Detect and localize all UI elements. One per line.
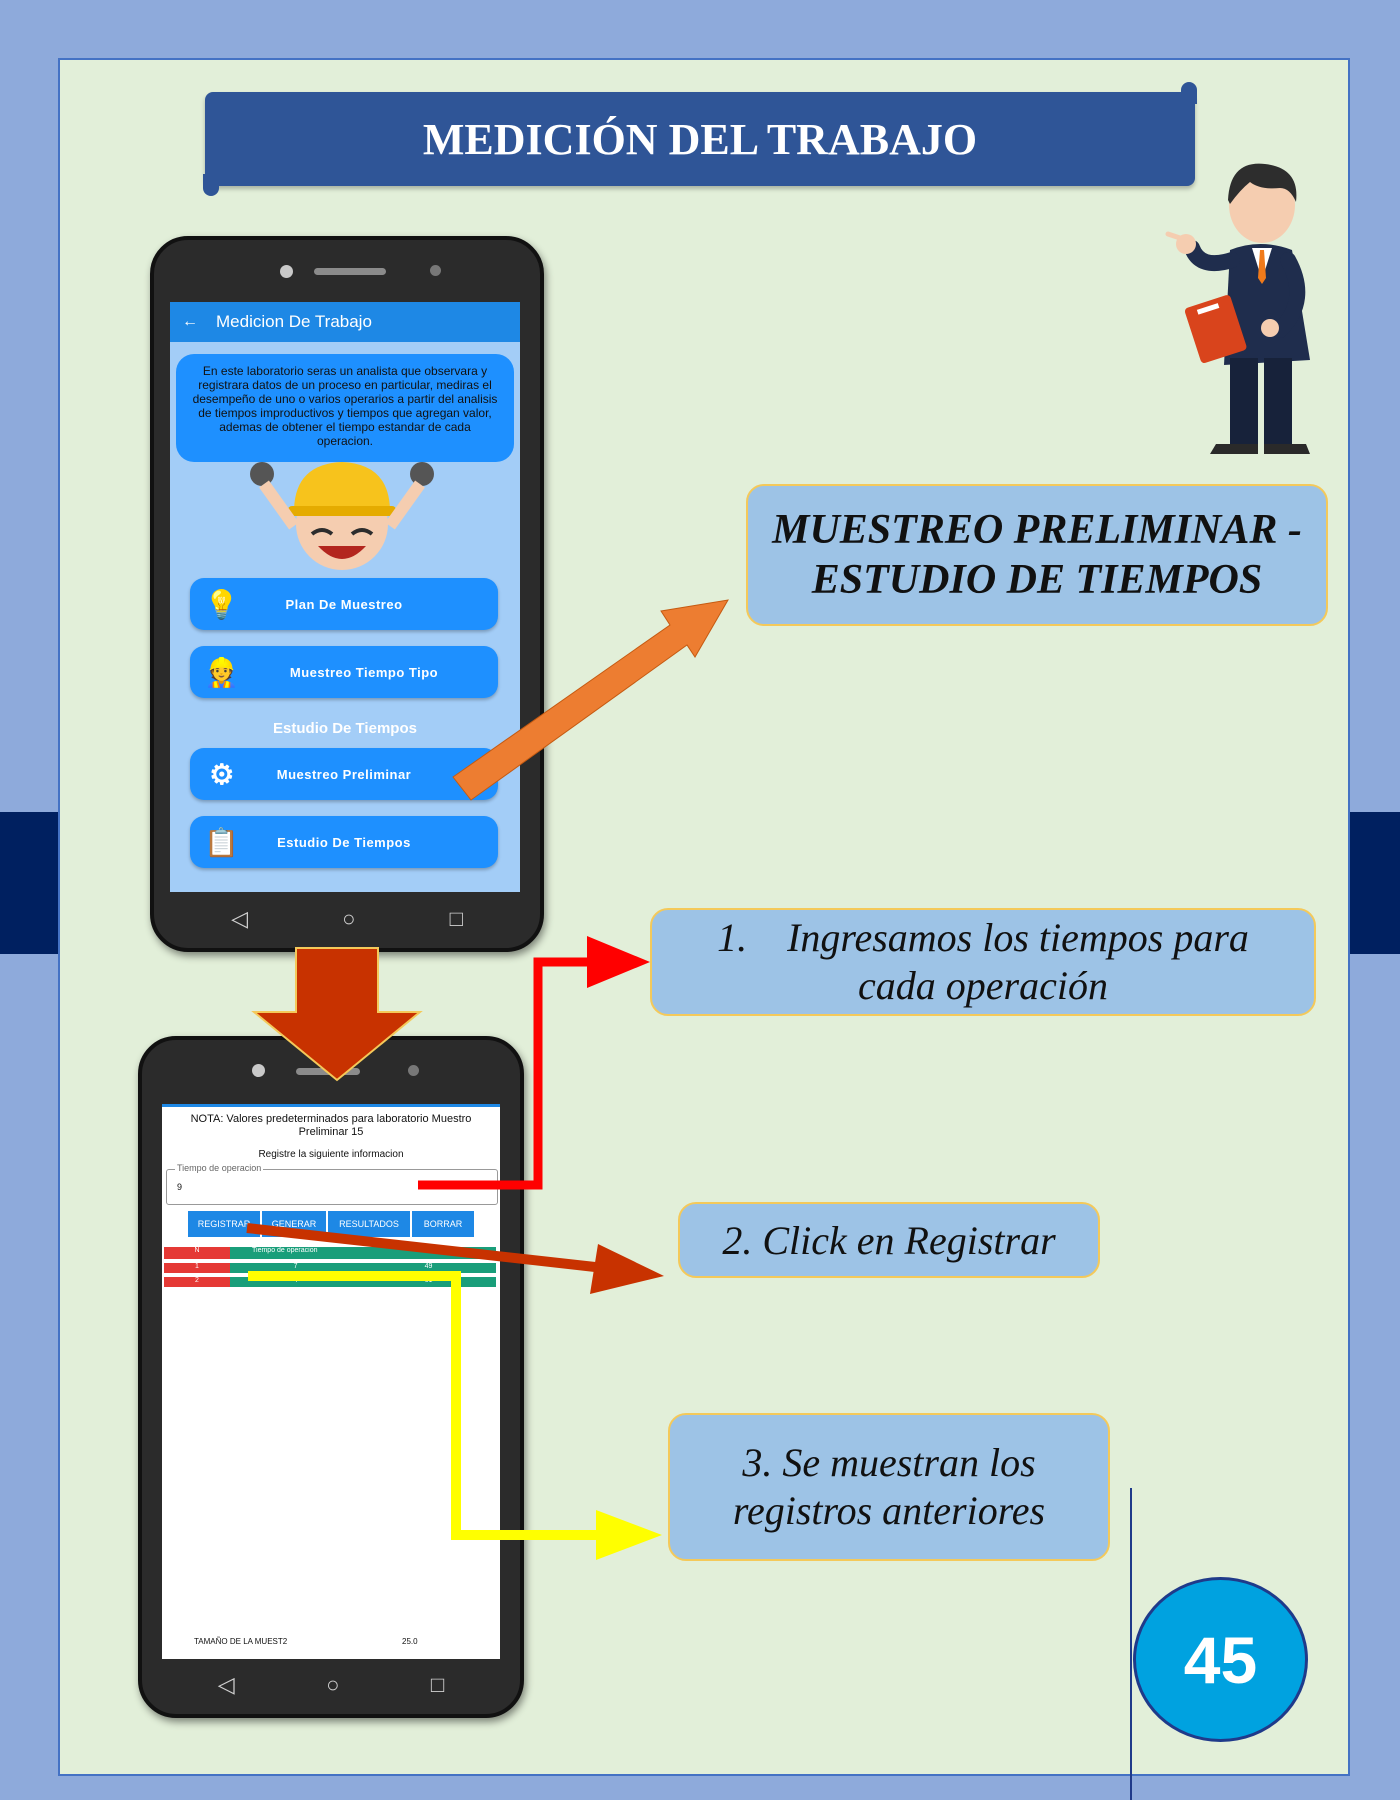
- nav-home-icon[interactable]: ○: [326, 1672, 340, 1697]
- phone-1-navbar: ◁ ○ □: [184, 904, 510, 934]
- muestreo-preliminar-button[interactable]: ⚙ Muestreo Preliminar: [190, 748, 498, 800]
- section-label: Estudio De Tiempos: [273, 720, 417, 737]
- borrar-button[interactable]: BORRAR: [412, 1211, 474, 1237]
- phone-1-screen: ← Medicion De Trabajo En este laboratori…: [170, 302, 520, 892]
- step-2-text: 2. Click en Registrar: [722, 1217, 1056, 1263]
- step-2-callout: 2. Click en Registrar: [678, 1202, 1100, 1278]
- step-3-line-2: registros anteriores: [732, 1488, 1046, 1533]
- phone-1-speaker: [314, 268, 386, 275]
- row-2-time: 4: [293, 1277, 298, 1284]
- phone-2-navbar: ◁ ○ □: [172, 1670, 490, 1700]
- worker-machine-icon: 👷: [204, 656, 240, 688]
- nav-home-icon[interactable]: ○: [342, 906, 356, 931]
- nav-recent-icon[interactable]: □: [449, 906, 463, 931]
- row-1-values: 7 49: [230, 1263, 496, 1273]
- tiempo-operacion-value: 9: [177, 1182, 183, 1192]
- row-2-n: 2: [164, 1277, 230, 1287]
- table-row: 2 4 61: [164, 1277, 496, 1287]
- plan-de-muestreo-label: Plan De Muestreo: [285, 596, 403, 612]
- plan-de-muestreo-button[interactable]: 💡 Plan De Muestreo: [190, 578, 498, 630]
- gear-conveyor-icon: ⚙: [209, 758, 235, 790]
- page-number-badge: 45: [1133, 1577, 1308, 1742]
- muestreo-preliminar-label: Muestreo Preliminar: [276, 766, 412, 782]
- estudio-de-tiempos-label: Estudio De Tiempos: [277, 834, 411, 850]
- instruction-text: Registre la siguiente informacion: [258, 1149, 404, 1160]
- sample-size-value: 25.0: [402, 1637, 418, 1646]
- step-1-line-1: 1. Ingresamos los tiempos para: [717, 915, 1249, 960]
- resultados-button[interactable]: RESULTADOS: [328, 1211, 410, 1237]
- lightbulb-chart-icon: 💡: [204, 588, 240, 620]
- note-text: NOTA: Valores predeterminados para labor…: [190, 1113, 472, 1138]
- left-side-band: [0, 812, 58, 954]
- heading-callout: MUESTREO PRELIMINAR - ESTUDIO DE TIEMPOS: [746, 484, 1328, 626]
- generar-button[interactable]: GENERAR: [262, 1211, 326, 1237]
- estudio-de-tiempos-button[interactable]: 📋 Estudio De Tiempos: [190, 816, 498, 868]
- header-time-label: Tiempo de operacion: [252, 1247, 318, 1254]
- page-title: MEDICIÓN DEL TRABAJO: [203, 82, 1197, 196]
- phone-2-sensor: [408, 1065, 419, 1076]
- phone-1-camera: [280, 265, 293, 278]
- table-header: N Tiempo de operacion: [164, 1247, 496, 1259]
- phone-2-speaker: [296, 1068, 360, 1075]
- tiempo-operacion-field[interactable]: Tiempo de operacion 9: [166, 1163, 498, 1205]
- nav-recent-icon[interactable]: □: [430, 1672, 445, 1697]
- phone-2: NOTA: Valores predeterminados para labor…: [138, 1036, 524, 1718]
- row-1-time: 7: [293, 1263, 298, 1270]
- step-1-callout: 1. Ingresamos los tiempos para cada oper…: [650, 908, 1316, 1016]
- phone-1-sensor: [430, 265, 441, 276]
- worker-mascot-illustration: [250, 462, 434, 570]
- header-n: N: [164, 1247, 230, 1259]
- muestreo-tiempo-tipo-label: Muestreo Tiempo Tipo: [289, 664, 439, 680]
- clipboard-tools-icon: 📋: [204, 826, 240, 858]
- row-1-n: 1: [164, 1263, 230, 1273]
- step-3-callout: 3. Se muestran los registros anteriores: [668, 1413, 1110, 1561]
- step-3-line-1: 3. Se muestran los: [742, 1440, 1036, 1485]
- table-row: 1 7 49: [164, 1263, 496, 1273]
- row-2-values: 4 61: [230, 1277, 496, 1287]
- intro-card: En este laboratorio seras un analista qu…: [176, 354, 514, 462]
- registrar-button[interactable]: REGISTRAR: [188, 1211, 260, 1237]
- app-bar: ← Medicion De Trabajo: [170, 302, 520, 342]
- app-bar-title: Medicion De Trabajo: [216, 312, 372, 331]
- header-time: Tiempo de operacion: [230, 1247, 496, 1259]
- row-1-acc: 49: [424, 1263, 433, 1270]
- right-side-band: [1350, 812, 1400, 954]
- heading-line-1: MUESTREO PRELIMINAR -: [772, 507, 1302, 553]
- muestreo-tiempo-tipo-button[interactable]: 👷 Muestreo Tiempo Tipo: [190, 646, 498, 698]
- phone-2-camera: [252, 1064, 265, 1077]
- phone-1: ← Medicion De Trabajo En este laboratori…: [150, 236, 544, 952]
- nav-back-icon[interactable]: ◁: [217, 1672, 235, 1697]
- phone-2-screen: NOTA: Valores predeterminados para labor…: [162, 1104, 500, 1659]
- sample-size-label: TAMAÑO DE LA MUEST2: [194, 1637, 288, 1646]
- back-arrow-icon[interactable]: ←: [182, 313, 198, 330]
- step-1-line-2: cada operación: [858, 963, 1108, 1008]
- heading-line-2: ESTUDIO DE TIEMPOS: [811, 557, 1263, 603]
- tiempo-operacion-label: Tiempo de operacion: [175, 1163, 264, 1173]
- row-2-acc: 61: [424, 1277, 433, 1284]
- nav-back-icon[interactable]: ◁: [231, 906, 248, 931]
- businessman-illustration: [1165, 163, 1310, 454]
